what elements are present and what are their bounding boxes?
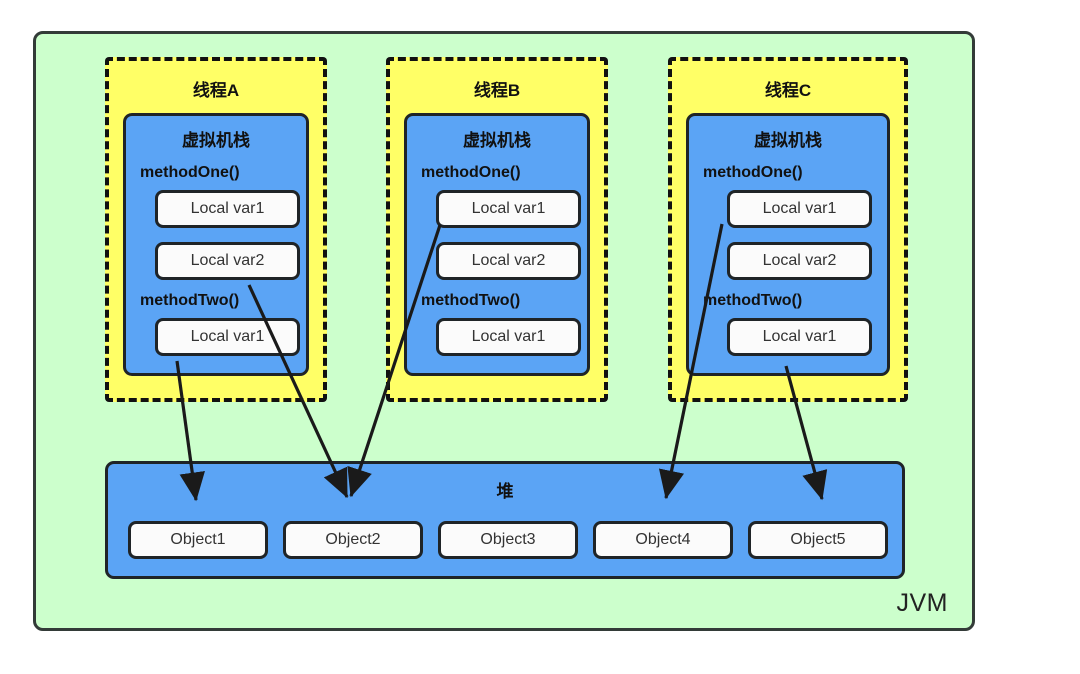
- heap-object-4: Object4: [593, 521, 733, 559]
- var-box-a-one-1: Local var1: [155, 190, 300, 228]
- stack-box-b: 虚拟机栈 methodOne() Local var1 Local var2 m…: [404, 113, 590, 376]
- stack-title-a: 虚拟机栈: [182, 131, 250, 150]
- stack-box-c: 虚拟机栈 methodOne() Local var1 Local var2 m…: [686, 113, 890, 376]
- jvm-label: JVM: [896, 589, 948, 617]
- var-box-c-one-1: Local var1: [727, 190, 872, 228]
- heap-object-5: Object5: [748, 521, 888, 559]
- thread-box-c: 线程C 虚拟机栈 methodOne() Local var1 Local va…: [668, 57, 908, 402]
- method-label-c-two: methodTwo(): [703, 292, 803, 309]
- stack-box-a: 虚拟机栈 methodOne() Local var1 Local var2 m…: [123, 113, 309, 376]
- heap-object-1: Object1: [128, 521, 268, 559]
- var-box-a-one-2: Local var2: [155, 242, 300, 280]
- method-label-b-one: methodOne(): [421, 164, 521, 181]
- heap-object-2: Object2: [283, 521, 423, 559]
- var-box-b-one-2: Local var2: [436, 242, 581, 280]
- thread-box-b: 线程B 虚拟机栈 methodOne() Local var1 Local va…: [386, 57, 608, 402]
- stack-title-c: 虚拟机栈: [754, 131, 822, 150]
- var-box-c-one-2: Local var2: [727, 242, 872, 280]
- thread-box-a: 线程A 虚拟机栈 methodOne() Local var1 Local va…: [105, 57, 327, 402]
- method-label-b-two: methodTwo(): [421, 292, 521, 309]
- var-box-b-two-1: Local var1: [436, 318, 581, 356]
- heap-title: 堆: [496, 482, 514, 501]
- method-label-a-two: methodTwo(): [140, 292, 240, 309]
- stack-title-b: 虚拟机栈: [463, 131, 531, 150]
- thread-title-b: 线程B: [473, 81, 521, 100]
- var-box-a-two-1: Local var1: [155, 318, 300, 356]
- var-box-c-two-1: Local var1: [727, 318, 872, 356]
- heap-container: 堆 Object1 Object2 Object3 Object4 Object…: [105, 461, 905, 579]
- thread-title-c: 线程C: [764, 81, 812, 100]
- method-label-a-one: methodOne(): [140, 164, 240, 181]
- heap-object-3: Object3: [438, 521, 578, 559]
- thread-title-a: 线程A: [192, 81, 240, 100]
- method-label-c-one: methodOne(): [703, 164, 803, 181]
- var-box-b-one-1: Local var1: [436, 190, 581, 228]
